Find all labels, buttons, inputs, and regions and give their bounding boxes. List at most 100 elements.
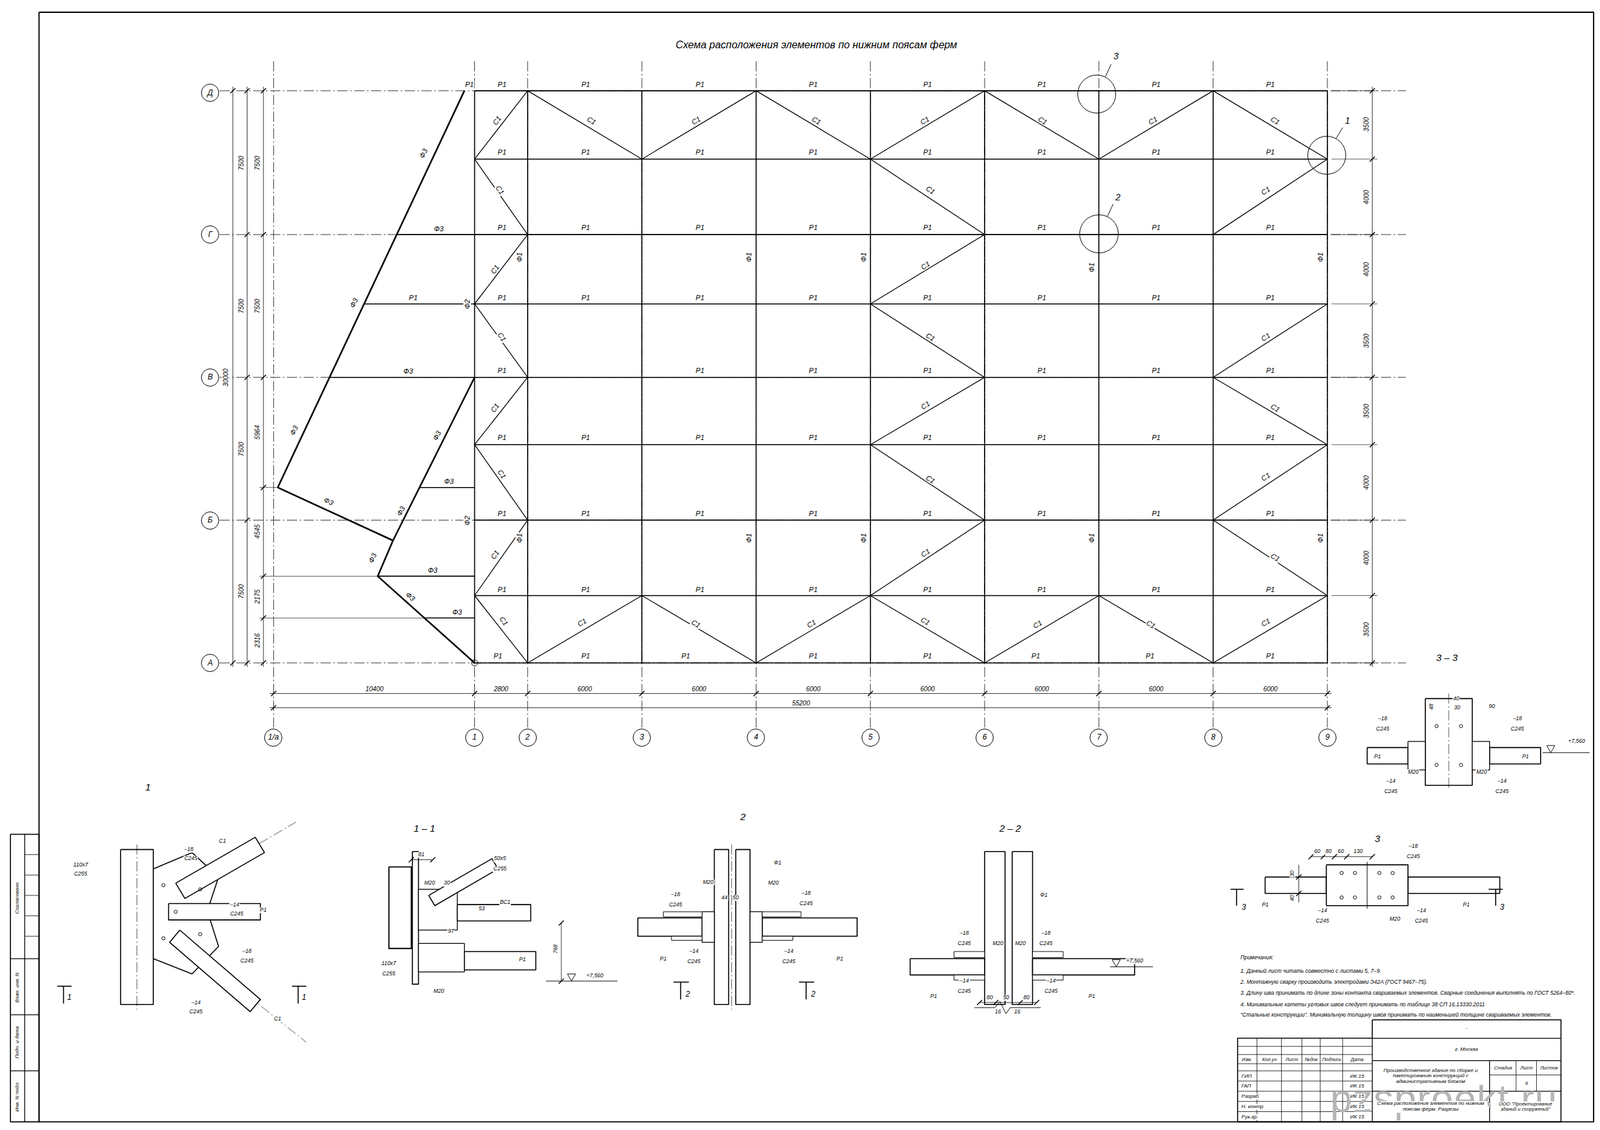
title-block-cell: ИК 15 xyxy=(1349,1104,1365,1111)
plate xyxy=(954,951,985,958)
detail-label: М20 xyxy=(1407,769,1420,776)
extension-line xyxy=(259,576,378,577)
title-block-cell: ИК 15 xyxy=(1349,1094,1365,1100)
diagonal-line xyxy=(870,159,985,235)
member-mark: Ф3 xyxy=(347,296,360,310)
member-mark: Р1 xyxy=(808,80,818,89)
member-mark: Ф3 xyxy=(417,146,430,160)
chord-line xyxy=(474,90,476,664)
detail-label: 50х5 xyxy=(493,856,507,863)
axis-line xyxy=(219,662,1407,664)
detail-label: 90 xyxy=(1487,704,1495,711)
axis-line xyxy=(219,520,1407,521)
member-mark: С1 xyxy=(918,547,932,560)
brace-line xyxy=(419,487,475,489)
member-mark: Ф3 xyxy=(427,566,439,575)
detail-3-3 xyxy=(1367,693,1590,791)
axis-line xyxy=(219,234,1407,236)
title-block-cell: ИК 15 xyxy=(1349,1073,1365,1080)
detail-callout: 1 xyxy=(1307,135,1347,175)
title-block-line xyxy=(1237,1063,1373,1065)
member-mark: Р1 xyxy=(1150,148,1161,156)
detail-label: С255 xyxy=(381,971,396,978)
plate xyxy=(663,911,702,917)
extension-line xyxy=(1331,234,1378,236)
diagonal-line xyxy=(641,595,756,663)
dim-tick xyxy=(867,691,874,697)
member-mark: Р1 xyxy=(695,148,705,156)
strut-line xyxy=(474,158,1328,160)
chord-line xyxy=(755,90,758,664)
note-line: 1. Данный лист читать совместно с листам… xyxy=(1239,968,1383,975)
strut-line xyxy=(474,90,1328,92)
left-bracing xyxy=(259,90,478,667)
detail-label: Р1 xyxy=(659,956,667,963)
member-mark: Р1 xyxy=(922,366,933,375)
title-block-line xyxy=(1237,1046,1373,1048)
member-mark: Ф3 xyxy=(402,367,414,376)
axis-line xyxy=(1448,693,1450,791)
title-block-line xyxy=(1372,1060,1562,1062)
detail-label: Р1 xyxy=(1373,753,1382,760)
detail-label: 97 xyxy=(447,928,455,935)
strut-member xyxy=(1489,747,1541,764)
member-mark: Р1 xyxy=(695,509,705,517)
strut-member xyxy=(1264,877,1327,894)
dim-tick xyxy=(639,691,645,697)
dimension: 6000 xyxy=(1034,684,1050,693)
axis-mark: 9 xyxy=(1325,733,1331,742)
cut-mark xyxy=(1235,889,1238,906)
detail-label: –18 xyxy=(1040,930,1051,937)
member-mark: Ф1 xyxy=(1316,532,1325,544)
title-block-cell: ИК 15 xyxy=(1349,1083,1365,1090)
dimension: 6000 xyxy=(805,684,821,693)
member-mark: Р1 xyxy=(808,148,818,156)
cut-label: 1 xyxy=(301,993,308,1003)
detail-label: С245 xyxy=(1510,726,1525,733)
detail-label: С245 xyxy=(1406,854,1421,861)
axis-bubble: 3 xyxy=(632,728,651,747)
strut-member xyxy=(909,958,985,975)
member-mark: С1 xyxy=(1036,114,1050,127)
member-mark: Р1 xyxy=(1265,585,1276,594)
grid-axes xyxy=(219,61,1407,729)
extension-line xyxy=(1331,444,1378,446)
member-mark: Р1 xyxy=(808,509,818,517)
plate xyxy=(418,943,464,972)
member-mark: Р1 xyxy=(496,80,507,89)
member-mark: Р1 xyxy=(808,223,818,232)
dim-tick xyxy=(1369,854,1376,860)
detail-label: С245 xyxy=(956,989,972,995)
callout-leaders xyxy=(1105,64,1343,217)
stamp-line xyxy=(24,915,39,917)
dimension: 3500 xyxy=(1362,621,1370,638)
dim-tick xyxy=(525,691,531,697)
dim-tick xyxy=(976,1000,983,1006)
detail-label: Р1 xyxy=(929,993,938,1000)
axis-bubble: В xyxy=(201,368,220,387)
dimension: 7500 xyxy=(237,583,245,600)
detail-1 xyxy=(57,822,307,1043)
member-mark: С1 xyxy=(498,614,511,628)
member-mark: Р1 xyxy=(1036,433,1047,442)
detail-label: С245 xyxy=(799,900,814,907)
extension-line xyxy=(259,617,425,619)
bolt xyxy=(1377,896,1381,900)
detail-label: –18 xyxy=(1512,716,1523,723)
detail-3 xyxy=(1230,854,1504,910)
callout-number: 1 xyxy=(1344,115,1350,126)
member-mark: Р1 xyxy=(922,652,933,660)
detail-label: –14 xyxy=(783,949,794,955)
stamp-line xyxy=(24,895,39,896)
member-mark: Р1 xyxy=(1150,293,1161,302)
dim-tick xyxy=(271,705,277,711)
dimension: 4000 xyxy=(1362,474,1370,491)
diagonal-line xyxy=(755,595,870,663)
member-mark: Р1 xyxy=(580,509,591,517)
detail-label: 80 xyxy=(985,994,993,1001)
detail-label: –14 xyxy=(1385,778,1396,785)
diagonal-line xyxy=(1213,520,1328,596)
detail-label: С245 xyxy=(239,958,254,964)
axis-bubble: 8 xyxy=(1204,728,1223,747)
member-mark: Р1 xyxy=(1036,80,1047,89)
